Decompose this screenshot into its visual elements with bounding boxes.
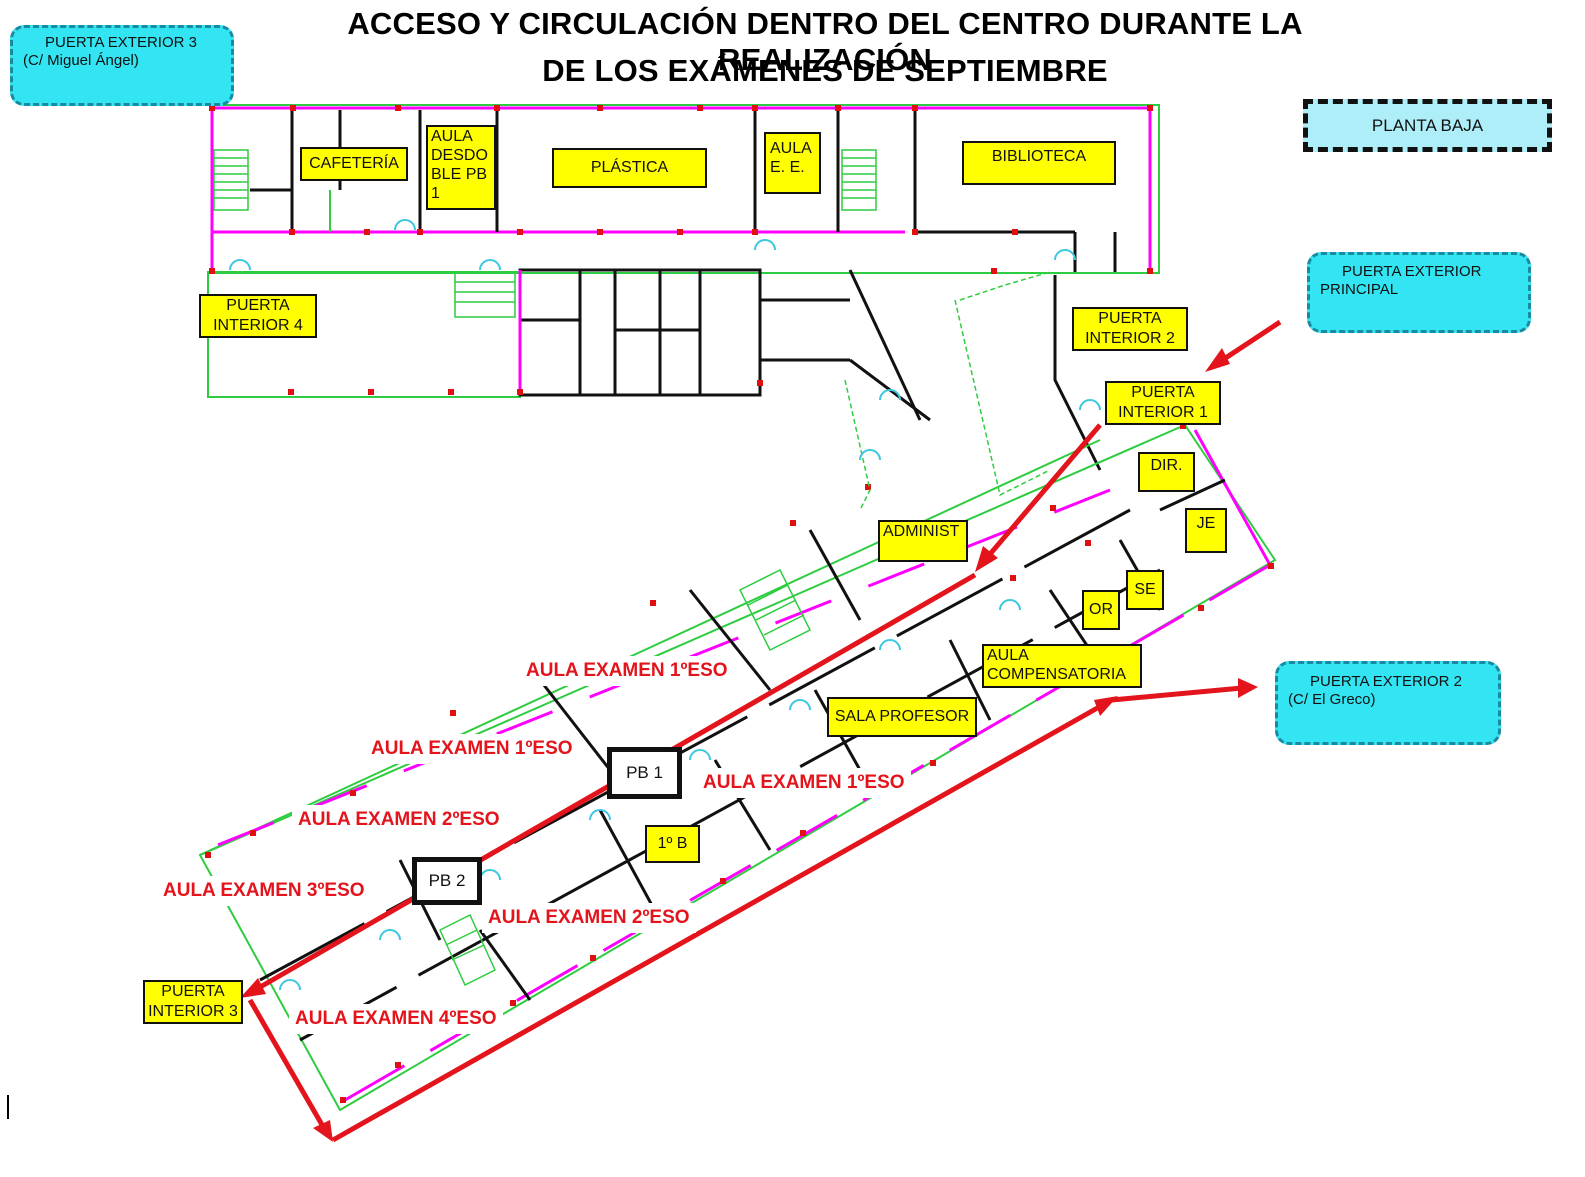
- room-or: OR: [1082, 590, 1120, 630]
- room-aula-desdoble: AULA DESDO BLE PB 1: [426, 125, 496, 210]
- interior-door-3: PUERTA INTERIOR 3: [143, 980, 243, 1024]
- exterior-door-3-name: PUERTA EXTERIOR 3: [45, 34, 197, 51]
- room-se: SE: [1126, 570, 1164, 610]
- exam-room-label: AULA EXAMEN 1ºESO: [697, 768, 911, 798]
- exterior-door-principal-street: PRINCIPAL: [1320, 281, 1399, 298]
- exam-room-label: AULA EXAMEN 4ºESO: [289, 1004, 503, 1034]
- floor-label: PLANTA BAJA: [1303, 99, 1552, 152]
- exterior-door-3-street: (C/ Miguel Ángel): [23, 52, 139, 69]
- map-title-line1: ACCESO Y CIRCULACIÓN DENTRO DEL CENTRO D…: [347, 6, 1303, 77]
- exam-room-label: AULA EXAMEN 2ºESO: [482, 903, 696, 933]
- room-administ: ADMINIST: [878, 520, 968, 562]
- room-je: JE: [1185, 508, 1227, 553]
- exam-room-label: AULA EXAMEN 1ºESO: [520, 656, 734, 686]
- text-cursor: [7, 1095, 9, 1119]
- exterior-door-3: PUERTA EXTERIOR 3 (C/ Miguel Ángel): [10, 25, 234, 106]
- map-title-line2: DE LOS EXÁMENES DE SEPTIEMBRE: [542, 53, 1108, 88]
- room-biblioteca: BIBLIOTECA: [962, 141, 1116, 185]
- interior-door-2: PUERTA INTERIOR 2: [1072, 307, 1188, 351]
- room-1b: 1º B: [645, 825, 700, 863]
- exterior-door-principal-name: PUERTA EXTERIOR: [1342, 263, 1482, 280]
- room-aula-compensatoria: AULA COMPENSATORIA: [982, 644, 1142, 688]
- room-pb1: PB 1: [607, 747, 682, 799]
- room-plastica: PLÁSTICA: [552, 148, 707, 188]
- exam-room-label: AULA EXAMEN 2ºESO: [292, 805, 506, 835]
- interior-door-1: PUERTA INTERIOR 1: [1105, 381, 1221, 425]
- room-pb2: PB 2: [412, 857, 482, 905]
- exam-room-label: AULA EXAMEN 1ºESO: [365, 734, 579, 764]
- room-cafeteria: CAFETERÍA: [300, 147, 408, 181]
- room-dir: DIR.: [1138, 452, 1195, 492]
- exterior-door-2-name: PUERTA EXTERIOR 2: [1310, 673, 1462, 690]
- exterior-door-2: PUERTA EXTERIOR 2 (C/ El Greco): [1275, 661, 1501, 745]
- room-aula-ee: AULA E. E.: [764, 132, 821, 194]
- exterior-door-2-street: (C/ El Greco): [1288, 691, 1376, 708]
- room-sala-profesor: SALA PROFESOR: [827, 697, 977, 737]
- interior-door-4: PUERTA INTERIOR 4: [199, 294, 317, 338]
- exam-room-label: AULA EXAMEN 3ºESO: [157, 876, 371, 906]
- north-wing: [207, 104, 1160, 511]
- exterior-door-principal: PUERTA EXTERIOR PRINCIPAL: [1307, 252, 1531, 333]
